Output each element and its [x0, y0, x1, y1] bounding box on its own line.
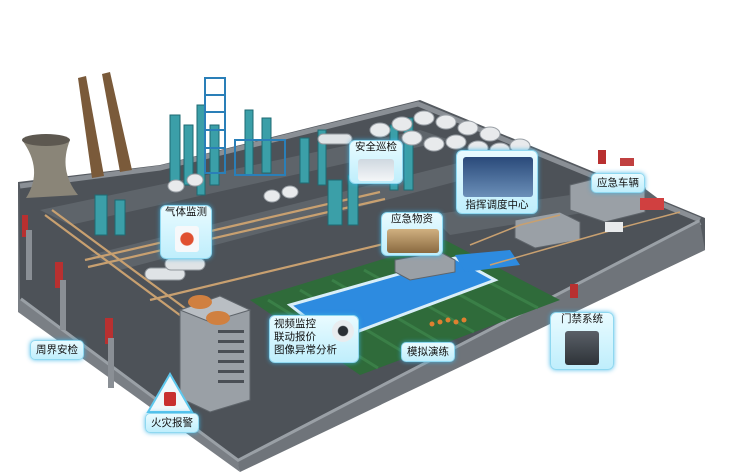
building-windows — [218, 330, 244, 383]
chimney — [78, 76, 104, 178]
camera-icon — [332, 320, 354, 342]
gas-monitoring-label: 气体监测 — [165, 206, 207, 218]
command-center-label: 指挥调度中心 — [465, 199, 529, 211]
fire-alarm-label: 火灾报警 — [145, 413, 199, 433]
road — [40, 130, 450, 225]
video-line-3: 图像异常分析 — [274, 344, 337, 356]
callout-video-monitoring: 视频监控 联动报价 图像异常分析 — [269, 315, 359, 363]
truck — [620, 158, 634, 166]
callout-command-center: 指挥调度中心 — [456, 150, 538, 214]
patrol-thumbnail — [358, 159, 394, 181]
supplies-thumbnail — [387, 229, 439, 253]
perimeter-posts — [22, 150, 606, 344]
keypad-thumbnail — [565, 331, 599, 365]
chimney — [102, 72, 132, 172]
fence — [469, 211, 681, 266]
pool-shed — [455, 250, 520, 272]
access-control-label: 门禁系统 — [561, 313, 603, 325]
cooling-tower — [22, 136, 78, 198]
callout-emergency-supplies: 应急物资 — [381, 212, 443, 256]
horizontal-tanks — [144, 133, 353, 281]
fire-truck — [640, 198, 664, 210]
callout-gas-monitoring: 气体监测 — [160, 205, 212, 259]
callout-access-control: 门禁系统 — [550, 312, 614, 370]
wall-front-face — [238, 222, 705, 472]
command-center-thumbnail — [463, 157, 533, 197]
perimeter-pillars — [26, 230, 114, 388]
gas-detector-thumbnail — [175, 226, 199, 252]
emergency-vehicle-label: 应急车辆 — [591, 173, 645, 193]
process-unit — [94, 104, 414, 236]
frame-structure — [204, 77, 286, 176]
callout-safety-patrol: 安全巡检 — [349, 140, 403, 184]
video-line-2: 联动报价 — [274, 331, 316, 343]
video-line-1: 视频监控 — [274, 318, 316, 330]
drill-people — [429, 317, 467, 327]
safety-patrol-label: 安全巡检 — [355, 141, 397, 153]
perimeter-security-label: 周界安检 — [30, 340, 84, 360]
roof-tank — [206, 311, 230, 325]
storage-tanks — [167, 110, 531, 203]
emergency-supplies-label: 应急物资 — [391, 213, 433, 225]
drill-label: 模拟演练 — [401, 342, 455, 362]
fire-alarm-icon — [146, 372, 194, 413]
roof-tank — [188, 295, 212, 309]
perimeter-wall — [19, 101, 701, 223]
ambulance — [605, 222, 623, 232]
